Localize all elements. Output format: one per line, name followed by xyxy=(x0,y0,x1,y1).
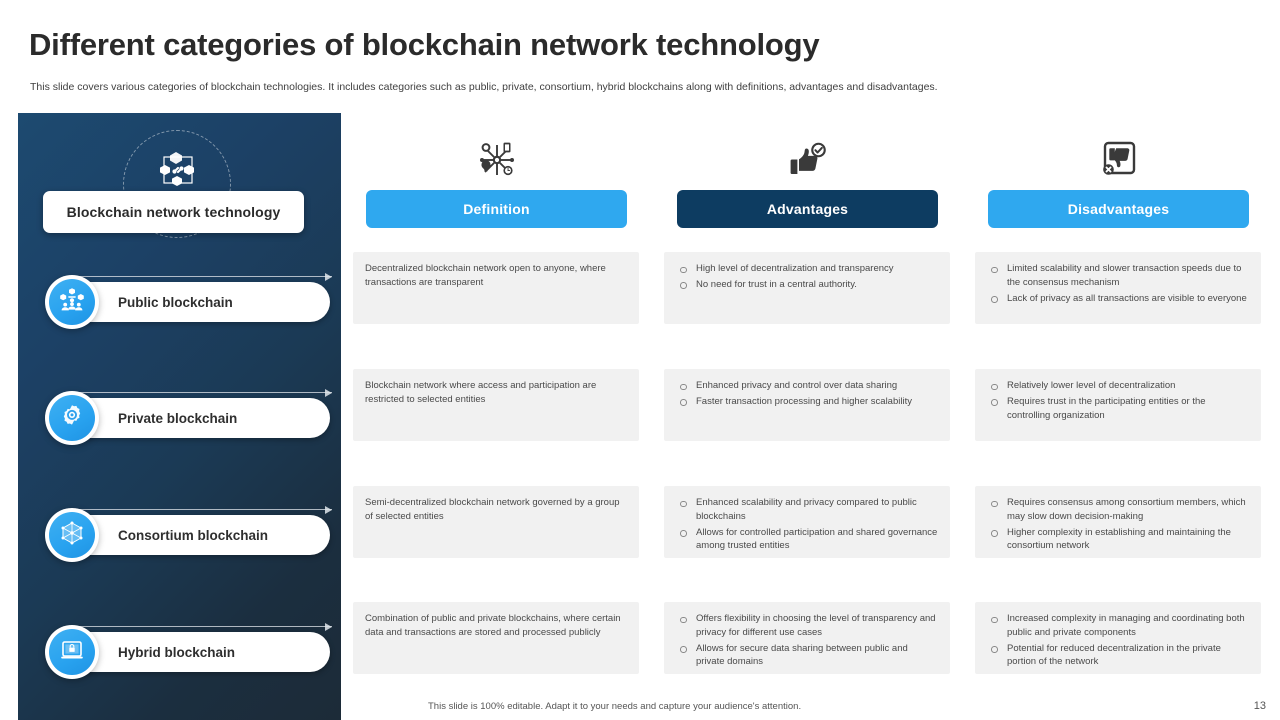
table-cell-advantages: Enhanced privacy and control over data s… xyxy=(664,369,950,441)
sidebar-item-consortium-blockchain[interactable]: Consortium blockchain xyxy=(18,499,341,562)
table-cell-disadvantages: Increased complexity in managing and coo… xyxy=(975,602,1261,674)
list-item: Increased complexity in managing and coo… xyxy=(987,612,1249,640)
page-subtitle: This slide covers various categories of … xyxy=(30,81,938,93)
list-item: Enhanced scalability and privacy compare… xyxy=(676,496,938,524)
decorative-dashed-arc xyxy=(755,133,859,237)
list-item: Lack of privacy as all transactions are … xyxy=(987,292,1249,306)
column-header-disadvantages[interactable]: Disadvantages xyxy=(988,190,1249,228)
sidebar-item-badge xyxy=(45,508,99,562)
list-item: Requires consensus among consortium memb… xyxy=(987,496,1249,524)
bullet-list: Offers flexibility in choosing the level… xyxy=(676,612,938,669)
list-item: Higher complexity in establishing and ma… xyxy=(987,526,1249,554)
cell-text: Decentralized blockchain network open to… xyxy=(365,263,606,288)
sidebar-item-pill[interactable]: Public blockchain xyxy=(60,282,330,322)
table-cell-definition: Combination of public and private blockc… xyxy=(353,602,639,674)
list-item: No need for trust in a central authority… xyxy=(676,278,938,292)
table-cell-disadvantages: Relatively lower level of decentralizati… xyxy=(975,369,1261,441)
sidebar-title-label: Blockchain network technology xyxy=(66,204,281,220)
page-title: Different categories of blockchain netwo… xyxy=(29,27,820,62)
sidebar-item-badge xyxy=(45,625,99,679)
connector-arrow xyxy=(68,505,332,514)
sidebar-item-pill[interactable]: Consortium blockchain xyxy=(60,515,330,555)
sidebar-item-label: Private blockchain xyxy=(118,410,238,426)
bullet-list: High level of decentralization and trans… xyxy=(676,262,938,292)
list-item: Potential for reduced decentralization i… xyxy=(987,642,1249,670)
bullet-list: Relatively lower level of decentralizati… xyxy=(987,379,1249,422)
decorative-dashed-arc xyxy=(1066,133,1170,237)
cell-text: Semi-decentralized blockchain network go… xyxy=(365,497,620,522)
list-item: Limited scalability and slower transacti… xyxy=(987,262,1249,290)
connector-arrow xyxy=(68,388,332,397)
cell-text: Combination of public and private blockc… xyxy=(365,613,621,638)
decorative-dashed-arc xyxy=(123,130,231,238)
blockchain-network-icon xyxy=(156,148,200,192)
sidebar-item-hybrid-blockchain[interactable]: Hybrid blockchain xyxy=(18,616,341,679)
column-header-label: Definition xyxy=(463,201,530,217)
sidebar-item-private-blockchain[interactable]: Private blockchain xyxy=(18,382,341,445)
table-cell-definition: Decentralized blockchain network open to… xyxy=(353,252,639,324)
public-network-people-icon xyxy=(59,287,85,318)
bullet-list: Increased complexity in managing and coo… xyxy=(987,612,1249,669)
column-header-label: Advantages xyxy=(766,201,849,217)
thumbs-up-check-icon xyxy=(787,139,829,181)
connector-arrow xyxy=(68,272,332,281)
laptop-lock-icon xyxy=(59,637,85,668)
sidebar-item-badge xyxy=(45,275,99,329)
table-cell-definition: Blockchain network where access and part… xyxy=(353,369,639,441)
list-item: Allows for secure data sharing between p… xyxy=(676,642,938,670)
category-sidebar: Blockchain network technology Public blo… xyxy=(18,113,341,720)
sidebar-item-badge xyxy=(45,391,99,445)
table-cell-advantages: Offers flexibility in choosing the level… xyxy=(664,602,950,674)
list-item: High level of decentralization and trans… xyxy=(676,262,938,276)
bullet-list: Enhanced scalability and privacy compare… xyxy=(676,496,938,553)
table-cell-advantages: High level of decentralization and trans… xyxy=(664,252,950,324)
sidebar-item-pill[interactable]: Private blockchain xyxy=(60,398,330,438)
bullet-list: Limited scalability and slower transacti… xyxy=(987,262,1249,305)
sidebar-item-label: Consortium blockchain xyxy=(118,527,269,543)
list-item: Offers flexibility in choosing the level… xyxy=(676,612,938,640)
bullet-list: Enhanced privacy and control over data s… xyxy=(676,379,938,409)
list-item: Enhanced privacy and control over data s… xyxy=(676,379,938,393)
sidebar-title-card: Blockchain network technology xyxy=(43,191,304,233)
decorative-dashed-arc xyxy=(445,133,549,237)
column-header-label: Disadvantages xyxy=(1067,201,1170,217)
sidebar-item-label: Public blockchain xyxy=(118,294,233,310)
sidebar-item-pill[interactable]: Hybrid blockchain xyxy=(60,632,330,672)
list-item: Relatively lower level of decentralizati… xyxy=(987,379,1249,393)
polyhedron-network-icon xyxy=(59,520,85,551)
column-header-definition[interactable]: Definition xyxy=(366,190,627,228)
sidebar-item-label: Hybrid blockchain xyxy=(118,644,236,660)
thumbs-down-cross-icon xyxy=(1098,139,1140,181)
column-header-advantages[interactable]: Advantages xyxy=(677,190,938,228)
list-item: Faster transaction processing and higher… xyxy=(676,395,938,409)
table-cell-disadvantages: Requires consensus among consortium memb… xyxy=(975,486,1261,558)
list-item: Allows for controlled participation and … xyxy=(676,526,938,554)
table-cell-definition: Semi-decentralized blockchain network go… xyxy=(353,486,639,558)
table-cell-disadvantages: Limited scalability and slower transacti… xyxy=(975,252,1261,324)
editable-note: This slide is 100% editable. Adapt it to… xyxy=(428,701,802,712)
page-number: 13 xyxy=(1253,700,1266,712)
sidebar-item-public-blockchain[interactable]: Public blockchain xyxy=(18,266,341,329)
hub-spoke-network-icon xyxy=(476,139,518,181)
gear-lock-icon xyxy=(59,403,85,434)
table-cell-advantages: Enhanced scalability and privacy compare… xyxy=(664,486,950,558)
list-item: Requires trust in the participating enti… xyxy=(987,395,1249,423)
cell-text: Blockchain network where access and part… xyxy=(365,380,597,405)
connector-arrow xyxy=(68,622,332,631)
bullet-list: Requires consensus among consortium memb… xyxy=(987,496,1249,553)
